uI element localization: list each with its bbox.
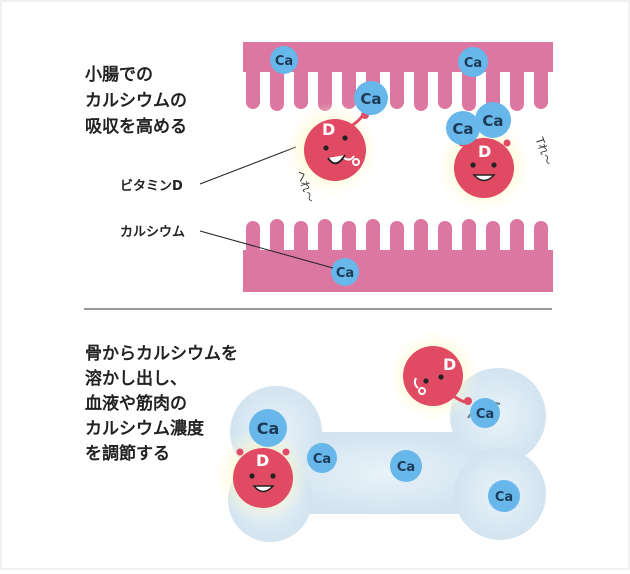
vitamin-letter: D (322, 120, 335, 139)
calcium-ion-label: Ca (257, 419, 280, 438)
top-caption-line: 小腸での (85, 65, 153, 85)
vitamin-d-character: D (284, 102, 380, 198)
bottom-caption-line: 血液や筋肉の (85, 393, 187, 414)
calcium-ion-label: Ca (452, 120, 473, 138)
label-calcium: カルシウム (120, 225, 185, 240)
calcium-ion-label: Ca (313, 452, 331, 467)
leader-line-vitamin-d (199, 146, 297, 185)
calcium-ion-label: Ca (336, 266, 354, 281)
calcium-ion: Ca (331, 258, 359, 286)
top-caption-line: カルシウムの (85, 91, 187, 111)
bottom-caption-line: 溶かし出し、 (85, 368, 187, 389)
calcium-ion: Ca (488, 480, 520, 512)
calcium-ion: Ca (475, 102, 511, 138)
label-vitamin-d: ビタミンD (120, 178, 183, 194)
calcium-ion-label: Ca (360, 90, 381, 108)
leader-line-calcium (199, 230, 334, 269)
calcium-ion: Ca (307, 443, 337, 473)
vitamin-letter: D (443, 355, 456, 374)
intestine-wall-lower (243, 219, 553, 292)
vitamin-d-character: D (388, 330, 480, 422)
bottom-caption-line: カルシウム濃度 (85, 418, 205, 439)
calcium-ion: Ca (458, 47, 488, 77)
top-caption-line: 吸収を高める (85, 116, 187, 137)
calcium-ion-label: Ca (482, 112, 503, 130)
calcium-ion-label: Ca (464, 56, 482, 71)
calcium-ion-label: Ca (397, 460, 415, 475)
bottom-caption-line: を調節する (85, 443, 170, 464)
calcium-ion: Ca (249, 409, 287, 447)
calcium-ion: Ca (390, 450, 422, 482)
calcium-ion-label: Ca (476, 407, 494, 422)
calcium-ion: Ca (354, 81, 388, 115)
bottom-caption-line: 骨からカルシウムを (85, 344, 238, 364)
vitamin-letter: D (256, 451, 269, 470)
calcium-ion: Ca (446, 111, 480, 145)
calcium-ion: Ca (470, 398, 500, 428)
calcium-ion-label: Ca (275, 54, 293, 69)
calcium-ion-label: Ca (495, 490, 513, 505)
calcium-ion: Ca (270, 46, 298, 74)
vitamin-letter: D (478, 142, 491, 161)
vitamin-d-character: D (214, 427, 310, 523)
